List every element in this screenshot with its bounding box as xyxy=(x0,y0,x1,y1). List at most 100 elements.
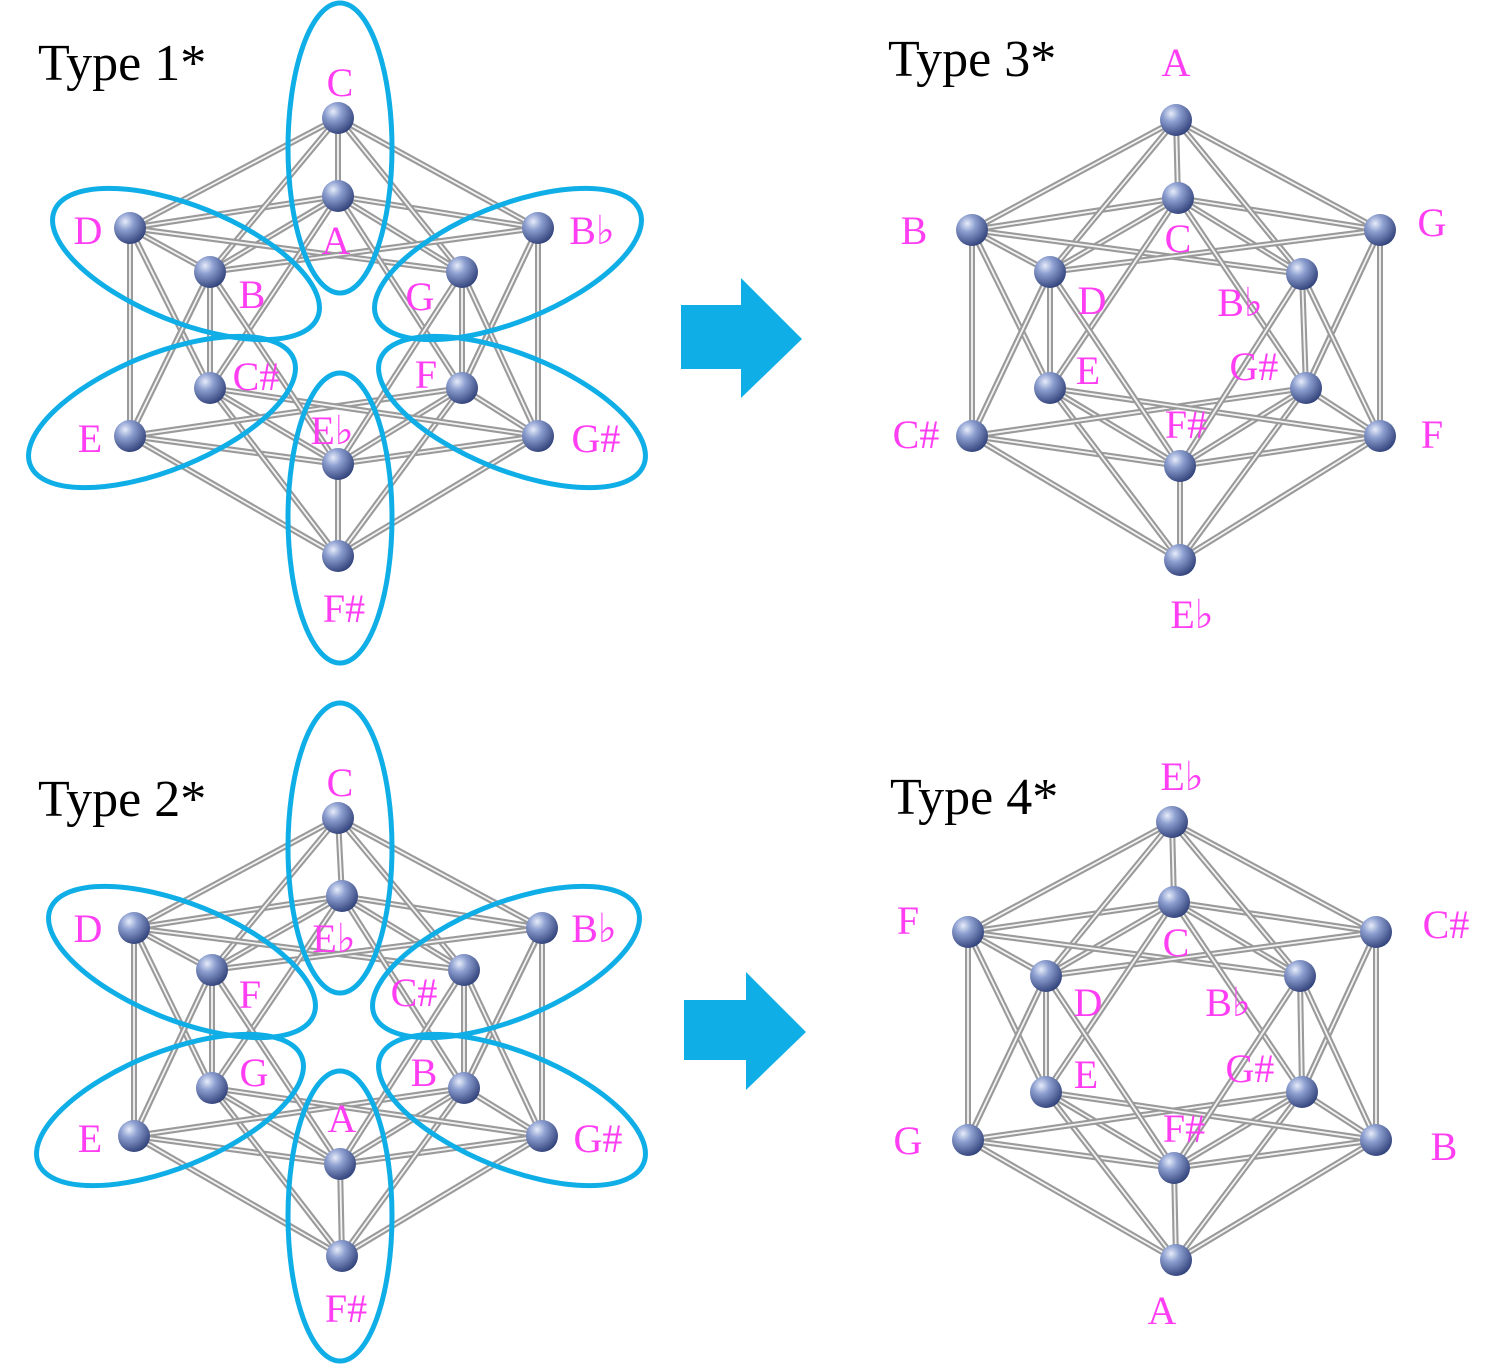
arrow-right-icon xyxy=(681,278,802,398)
note-label: F xyxy=(1421,412,1443,457)
graph-edge-highlight xyxy=(337,435,539,557)
note-label: E xyxy=(1076,348,1100,393)
graph-edge-highlight xyxy=(341,1135,543,1257)
graph-edge-highlight xyxy=(1301,273,1381,437)
graph-edge-highlight xyxy=(129,117,339,229)
note-label: B xyxy=(239,272,266,317)
note-label: B♭ xyxy=(1205,980,1251,1025)
graph-edge-highlight xyxy=(133,927,465,971)
graph-edge-highlight xyxy=(1177,197,1303,275)
graph-edge-highlight xyxy=(211,895,343,971)
graph-edge-highlight xyxy=(341,895,465,1089)
graph-edge-highlight xyxy=(967,931,1047,1093)
graph-edge-highlight xyxy=(133,817,339,929)
note-label: E xyxy=(78,416,102,461)
graph-edge-highlight xyxy=(967,1139,1177,1261)
graph-edge-highlight xyxy=(209,195,339,389)
note-label: B♭ xyxy=(1217,280,1263,325)
graph-edge-highlight xyxy=(967,1091,1303,1141)
graph-edge-highlight xyxy=(133,1135,341,1165)
graph-edge-highlight xyxy=(1173,901,1301,977)
graph-edge-highlight xyxy=(209,195,339,273)
graph-edge-highlight xyxy=(1171,821,1301,977)
graph-node xyxy=(194,372,226,404)
graph-edge-highlight xyxy=(337,195,539,229)
graph-edge-highlight xyxy=(133,1135,343,1257)
graph-node xyxy=(114,212,146,244)
graph-node xyxy=(446,372,478,404)
group-oval xyxy=(46,883,318,1041)
graph-edge-highlight xyxy=(1175,119,1303,275)
graph-edge-highlight xyxy=(971,435,1181,561)
note-label: F xyxy=(239,972,261,1017)
graph-edge-highlight xyxy=(967,1139,1175,1169)
graph-edge-highlight xyxy=(1049,197,1179,389)
graph-edge-highlight xyxy=(133,895,343,929)
note-label: G# xyxy=(1226,1046,1275,1091)
graph-node xyxy=(322,448,354,480)
graph-node xyxy=(114,420,146,452)
graph-node xyxy=(522,420,554,452)
note-label: B xyxy=(901,208,928,253)
edges-type1 xyxy=(127,115,541,559)
note-label: G# xyxy=(1230,344,1279,389)
note-label: B xyxy=(411,1050,438,1095)
note-label: C xyxy=(327,760,354,805)
graph-node xyxy=(322,540,354,572)
graph-node xyxy=(1164,544,1196,576)
note-label: A xyxy=(1162,40,1191,85)
graph-edge-highlight xyxy=(1301,273,1307,389)
graph-edge-highlight xyxy=(339,969,465,1165)
graph-edge-highlight xyxy=(1173,1091,1303,1169)
graph-node xyxy=(322,180,354,212)
graph-edge-highlight xyxy=(337,195,463,273)
note-label: D xyxy=(74,208,103,253)
graph-edge-highlight xyxy=(1045,901,1175,977)
graph-node xyxy=(118,1120,150,1152)
graph-edge-highlight xyxy=(209,117,339,273)
graph-node xyxy=(324,1148,356,1180)
note-label: C# xyxy=(391,970,438,1015)
graph-node xyxy=(196,954,228,986)
graph-node xyxy=(1290,372,1322,404)
graph-edge-highlight xyxy=(211,895,343,1089)
note-label: A xyxy=(322,218,351,263)
note-label: G xyxy=(894,1118,923,1163)
edges-type4 xyxy=(965,819,1379,1263)
graph-node xyxy=(322,102,354,134)
graph-node xyxy=(1286,258,1318,290)
graph-edge-highlight xyxy=(1177,197,1307,389)
note-label: C xyxy=(1163,920,1190,965)
graph-node xyxy=(196,1072,228,1104)
graph-edge-highlight xyxy=(1299,975,1377,1141)
graph-edge-highlight xyxy=(337,195,463,389)
graph-edge-highlight xyxy=(337,271,463,465)
graph-edge-highlight xyxy=(129,227,211,389)
labels-type3: A B G C# F E♭ C D B♭ E G# F# xyxy=(893,40,1447,637)
graph-node xyxy=(956,420,988,452)
graph-edge-highlight xyxy=(211,1087,343,1257)
graph-edge-highlight xyxy=(971,119,1177,231)
panel-title-type1: Type 1* xyxy=(38,35,206,92)
graph-edge-highlight xyxy=(209,387,339,557)
graph-edge-highlight xyxy=(129,387,463,437)
graph-edge-highlight xyxy=(461,271,539,437)
graph-edge-highlight xyxy=(1177,197,1381,231)
note-label: E♭ xyxy=(312,916,355,961)
graph-node xyxy=(1034,372,1066,404)
note-label: A xyxy=(1148,1288,1177,1333)
note-label: C# xyxy=(893,412,940,457)
group-oval xyxy=(376,333,648,491)
note-label: B xyxy=(1431,1124,1458,1169)
note-label: E♭ xyxy=(310,408,353,453)
graph-edge-highlight xyxy=(1173,975,1301,1169)
graph-node xyxy=(194,256,226,288)
graph-edge-highlight xyxy=(1305,229,1381,389)
graph-edge-highlight xyxy=(211,817,339,971)
graph-edge-highlight xyxy=(211,969,341,1165)
group-oval xyxy=(285,370,395,666)
graph-node xyxy=(1034,256,1066,288)
note-label: G xyxy=(406,274,435,319)
graph-node xyxy=(448,954,480,986)
